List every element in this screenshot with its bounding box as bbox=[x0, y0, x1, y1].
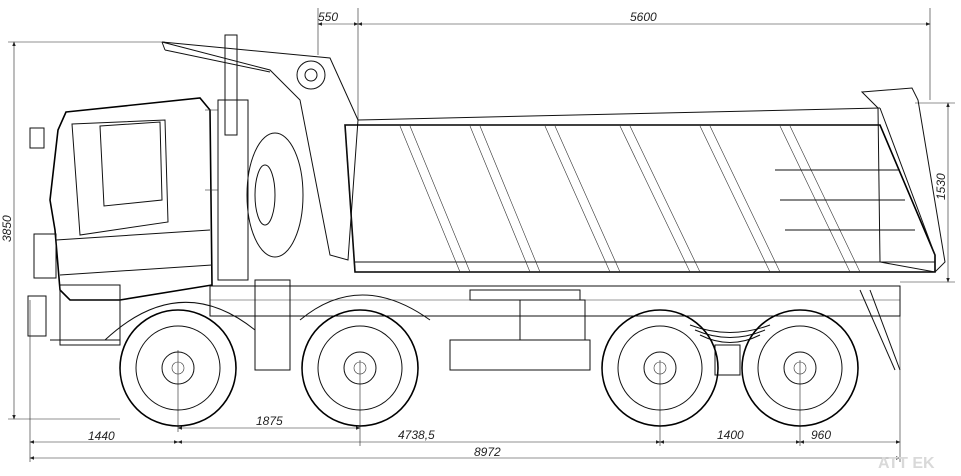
dim-label-tailgate-offset: 550 bbox=[318, 10, 338, 24]
dim-label-cab-to-axle: 1875 bbox=[256, 414, 283, 428]
wheel-rear-2 bbox=[741, 309, 859, 427]
chassis-frame bbox=[104, 279, 901, 376]
dim-label-tandem-spacing: 1400 bbox=[717, 428, 744, 442]
wheel-front-1 bbox=[119, 309, 237, 427]
dim-label-front-overhang: 1440 bbox=[88, 429, 115, 443]
dim-label-overall-height: 3850 bbox=[0, 215, 14, 242]
dim-label-overall-length: 8972 bbox=[474, 445, 501, 459]
dim-label-wheelbase: 4738,5 bbox=[398, 428, 435, 442]
dim-label-body-length: 5600 bbox=[630, 10, 657, 24]
dim-label-body-height: 1530 bbox=[934, 173, 948, 200]
dim-label-rear-overhang: 960 bbox=[811, 428, 831, 442]
dimension-lines bbox=[8, 8, 955, 462]
cab bbox=[27, 34, 249, 346]
watermark-logo: ATT EK bbox=[878, 455, 935, 472]
wheel-front-2 bbox=[301, 309, 419, 427]
spare-wheel bbox=[246, 132, 304, 258]
wheel-rear-1 bbox=[601, 309, 719, 427]
tipper-body bbox=[161, 41, 946, 273]
